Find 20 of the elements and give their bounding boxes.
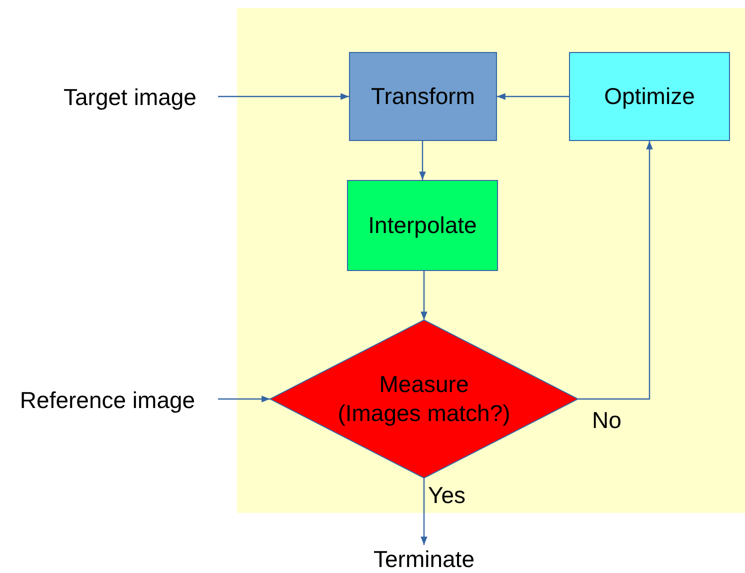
arrow [218, 93, 349, 100]
node-text: Transform [371, 82, 475, 111]
arrow [497, 93, 569, 100]
arrow [420, 271, 428, 320]
input-label: Target image [64, 86, 196, 108]
node-text: Measure (Images match?) [336, 370, 512, 428]
arrow [419, 141, 426, 180]
process-box [569, 52, 730, 141]
arrow [578, 141, 653, 400]
process-box [347, 180, 498, 271]
arrow [420, 478, 428, 545]
edge-label: Yes [428, 484, 466, 507]
process-box [349, 52, 497, 141]
node-text: Interpolate [368, 211, 477, 240]
node-text: Optimize [604, 82, 695, 111]
input-label: Reference image [20, 388, 196, 412]
arrow [218, 396, 270, 402]
input-label: Terminate [374, 548, 474, 570]
decision-diamond [270, 320, 578, 478]
edge-label: No [592, 409, 622, 432]
